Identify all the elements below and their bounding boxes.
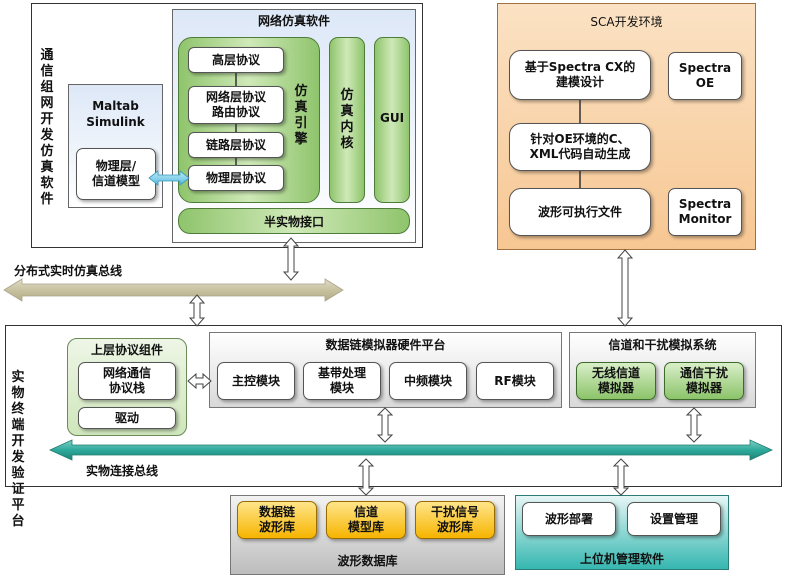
physical-platform-vertical-label: 实物终端开发验证平台 (11, 370, 25, 529)
waveform-db-title: 波形数据库 (337, 554, 398, 568)
model-link-arrow (148, 170, 190, 186)
protocol-high-layer[interactable]: 高层协议 (188, 47, 284, 73)
waveform-deploy-button[interactable]: 波形部署 (522, 502, 616, 536)
gui-label: GUI (379, 111, 405, 125)
settings-management-button[interactable]: 设置管理 (627, 502, 721, 536)
phys-channel-model-box[interactable]: 物理层/ 信道模型 (76, 148, 156, 200)
sca-title: SCA开发环境 (590, 15, 663, 29)
netsim-title: 网络仿真软件 (257, 14, 330, 28)
phys-bus-arrow (49, 439, 773, 461)
host-software-title: 上位机管理软件 (579, 552, 664, 566)
semi-physical-interface[interactable] (178, 208, 410, 234)
datalink-waveform-lib[interactable]: 数据链 波形库 (237, 501, 317, 539)
spectra-oe-box[interactable]: Spectra OE (668, 52, 742, 100)
double-arrows (187, 237, 703, 496)
phys-bus-label: 实物连接总线 (86, 464, 159, 478)
driver-box[interactable]: 驱动 (78, 407, 176, 429)
dist-bus-arrow (3, 278, 344, 302)
interference-waveform-lib[interactable]: 干扰信号 波形库 (415, 501, 495, 539)
sim-software-vertical-label: 通信组网开发仿真软件 (40, 48, 54, 207)
hw-platform-title: 数据链模拟器硬件平台 (325, 338, 446, 352)
protocol-physical-layer[interactable]: 物理层协议 (188, 165, 284, 191)
module-rf[interactable]: RF模块 (476, 362, 554, 400)
spectra-monitor-box[interactable]: Spectra Monitor (668, 188, 742, 236)
module-if[interactable]: 中频模块 (389, 362, 467, 400)
matlab-label: Maltab Simulink (86, 99, 145, 129)
channel-sys-title: 信道和干扰模拟系统 (608, 338, 717, 352)
sim-kernel-label: 仿真内核 (340, 88, 354, 151)
sim-kernel-box[interactable] (329, 37, 365, 203)
upper-protocol-title: 上层协议组件 (90, 343, 163, 357)
interference-simulator[interactable]: 通信干扰 模拟器 (664, 362, 744, 400)
channel-model-lib[interactable]: 信道 模型库 (326, 501, 406, 539)
module-baseband[interactable]: 基带处理 模块 (303, 362, 381, 400)
net-stack-box[interactable]: 网络通信 协议栈 (78, 362, 176, 400)
code-gen-box[interactable]: 针对OE环境的C、 XML代码自动生成 (509, 123, 651, 171)
waveform-exe-box[interactable]: 波形可执行文件 (509, 188, 651, 236)
sim-engine-label: 仿真引擎 (294, 84, 308, 147)
wireless-channel-simulator[interactable]: 无线信道 模拟器 (576, 362, 656, 400)
protocol-link-layer[interactable]: 链路层协议 (188, 132, 284, 158)
module-main-control[interactable]: 主控模块 (217, 362, 295, 400)
semi-physical-interface-label: 半实物接口 (263, 215, 324, 229)
protocol-network-routing[interactable]: 网络层协议 路由协议 (188, 86, 284, 124)
spectra-cx-modeling[interactable]: 基于Spectra CX的 建模设计 (509, 50, 651, 100)
dist-bus-label: 分布式实时仿真总线 (14, 264, 123, 278)
gui-box[interactable] (374, 37, 410, 203)
